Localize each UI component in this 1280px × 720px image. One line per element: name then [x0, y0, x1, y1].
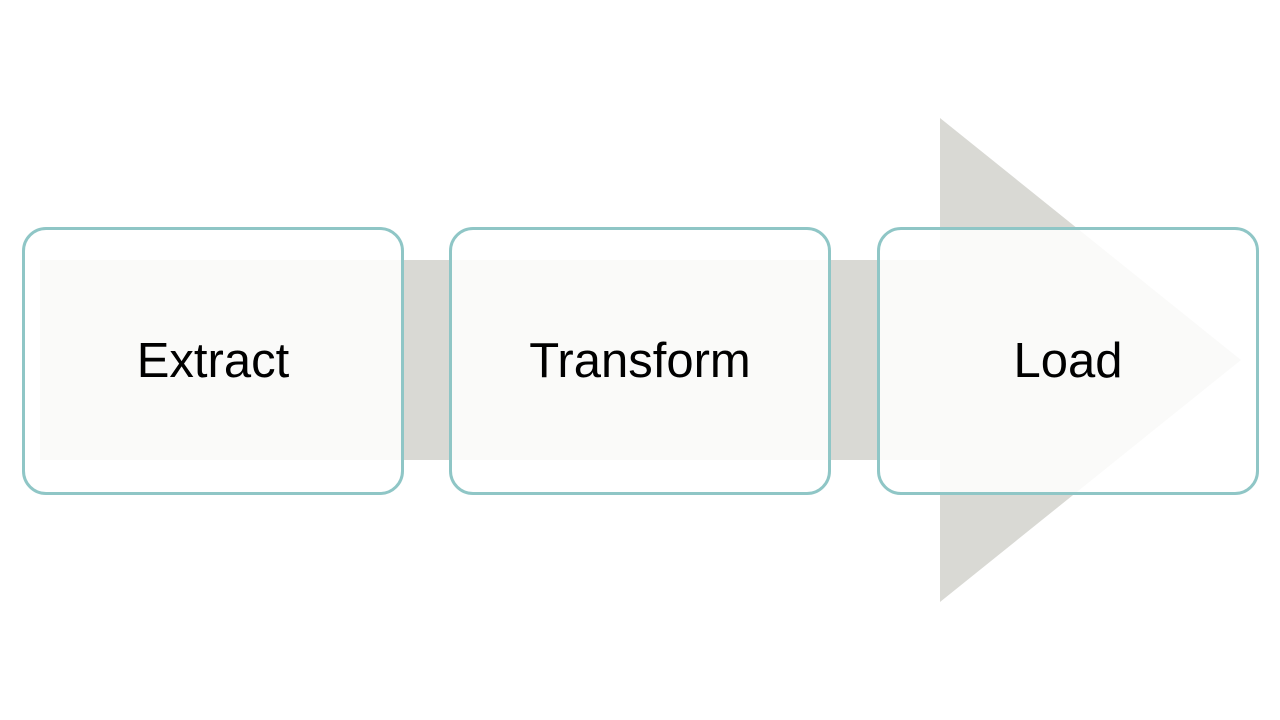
step-load: Load [877, 227, 1259, 495]
step-label: Transform [529, 334, 751, 388]
step-label: Load [1013, 334, 1123, 388]
step-label: Extract [136, 334, 290, 388]
step-transform: Transform [449, 227, 831, 495]
step-extract: Extract [22, 227, 404, 495]
